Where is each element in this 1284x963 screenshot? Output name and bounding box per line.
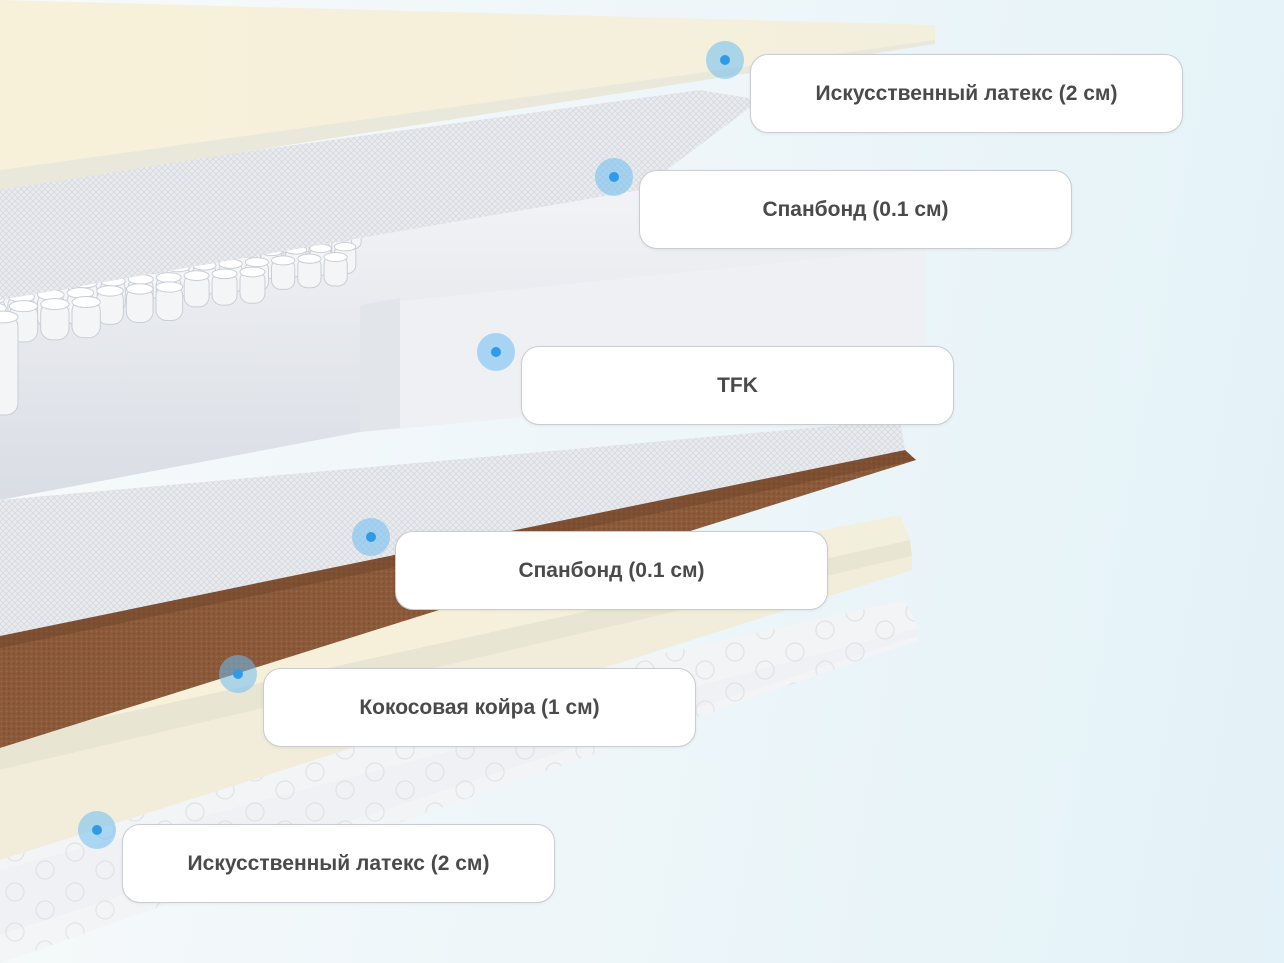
marker-bottom-spunbond-icon[interactable] [352,518,390,556]
marker-coconut-coir-icon[interactable] [219,655,257,693]
spring-coil [211,268,238,306]
label-top-latex: Искусственный латекс (2 см) [750,54,1183,133]
spring-coil [71,295,101,339]
spring-coil [323,251,348,287]
lower-spunbond-layer [0,420,905,636]
label-coconut-coir: Кокосовая койра (1 см) [263,668,696,747]
marker-top-spunbond-icon[interactable] [595,158,633,196]
marker-bottom-latex-icon[interactable] [78,811,116,849]
spring-coil [183,270,210,308]
marker-top-latex-icon[interactable] [706,41,744,79]
label-bottom-spunbond: Спанбонд (0.1 см) [395,531,828,610]
label-tfk: TFK [521,346,954,425]
upper-spunbond-layer [0,90,760,300]
spring-coil [96,285,124,325]
spring-coil [297,253,322,289]
spring-coil [155,281,184,321]
spring-coil [239,266,266,304]
label-bottom-latex: Искусственный латекс (2 см) [122,824,555,903]
top-latex-layer [0,0,935,190]
label-top-spunbond: Спанбонд (0.1 см) [639,170,1072,249]
spring-coil [271,255,296,290]
spring-coil [125,283,154,323]
marker-tfk-icon[interactable] [477,333,515,371]
spring-coil [0,310,19,416]
spring-coil [40,298,70,341]
